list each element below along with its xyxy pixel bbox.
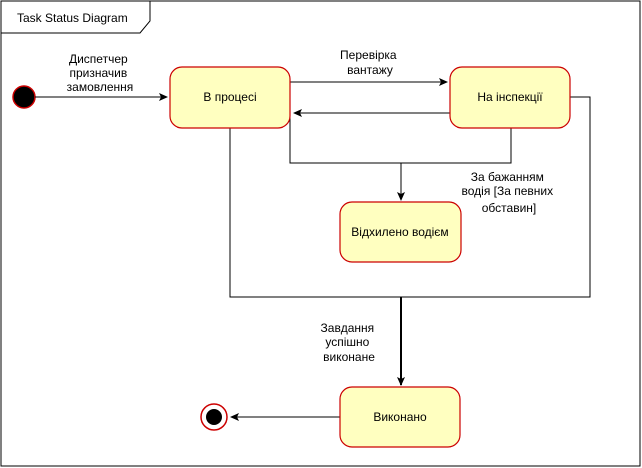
label-cargo-check: Перевірка вантажу — [340, 48, 400, 77]
state-in-progress-label: В процесі — [203, 90, 256, 104]
edge-inspection-to-rejected[interactable] — [401, 128, 512, 164]
edge-in-progress-to-merge[interactable] — [229, 128, 401, 298]
frame-title-tab — [1, 0, 151, 34]
initial-state[interactable] — [12, 85, 36, 109]
label-task-completed: Завдання успішно виконане — [321, 321, 378, 364]
edge-in-progress-to-rejected[interactable] — [289, 113, 405, 201]
frame-title: Task Status Diagram — [17, 11, 128, 25]
state-done-label: Виконано — [373, 410, 427, 424]
edge-inspection-to-merge[interactable] — [401, 96, 591, 298]
state-rejected-label: Відхилено водієм — [351, 225, 448, 239]
state-done[interactable] — [339, 386, 461, 448]
label-dispatcher-assigned: Диспетчер призначив замовлення — [67, 52, 134, 94]
state-inspection-label: На інспекції — [477, 90, 543, 104]
state-rejected[interactable] — [339, 201, 462, 263]
state-in-progress[interactable] — [169, 66, 291, 129]
state-inspection[interactable] — [449, 66, 571, 129]
label-driver-request: За бажанням водія [За певних обставин] — [462, 170, 557, 215]
final-state-inner — [206, 409, 222, 425]
